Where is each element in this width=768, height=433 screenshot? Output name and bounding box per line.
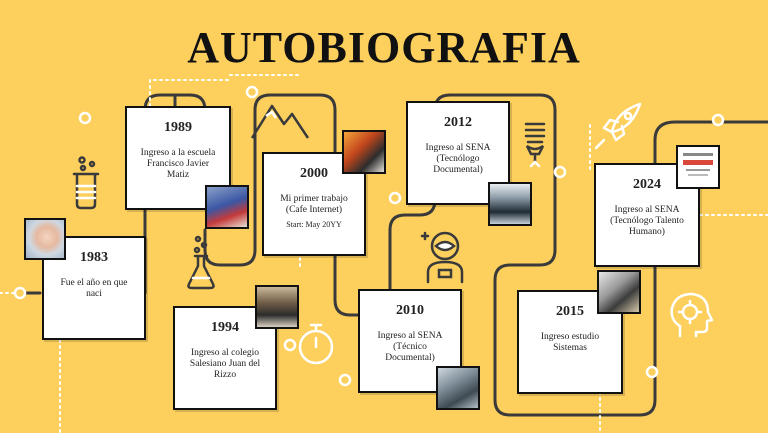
event-text: Ingreso al colegio Salesiano Juan del Ri…: [189, 348, 261, 380]
photo-sistemas: [597, 270, 641, 314]
photo-sena-tecnico: [436, 366, 480, 410]
event-text: Ingreso al SENA (Tecnólogo Talento Human…: [610, 205, 684, 237]
photo-talento-humano: [676, 145, 720, 189]
photo-colegio: [255, 285, 299, 329]
event-year: 2024: [633, 177, 661, 192]
astronaut-icon: [420, 231, 464, 284]
event-year: 1994: [211, 320, 239, 335]
event-sub: Start: May 20YY: [286, 220, 342, 229]
event-year: 1983: [80, 250, 108, 265]
event-text: Fue el año en que naci: [60, 278, 128, 299]
event-year: 2000: [300, 166, 328, 181]
stopwatch-icon: [298, 323, 334, 365]
page-title: AUTOBIOGRAFIA: [187, 23, 581, 72]
event-text: Ingreso al SENA (Tecnólogo Documental): [425, 143, 491, 175]
rocket-icon: [594, 102, 642, 150]
head-gear-icon: [670, 292, 714, 338]
event-text: Ingreso a la escuela Francisco Javier Ma…: [140, 148, 216, 180]
photo-cafe-internet: [342, 130, 386, 174]
event-text: Ingreso al SENA (Técnico Documental): [377, 331, 443, 363]
photo-school: [205, 185, 249, 229]
event-year: 2010: [396, 303, 424, 318]
event-year: 2012: [444, 115, 472, 130]
event-year: 2015: [556, 304, 584, 319]
lightbulb-icon: [524, 122, 546, 168]
event-text: Ingreso estudio Sistemas: [540, 332, 600, 353]
event-text: Mi primer trabajo (Cafe Internet): [280, 194, 348, 215]
event-card-2000: 2000 Mi primer trabajo (Cafe Internet) S…: [262, 152, 366, 256]
photo-baby: [24, 218, 66, 260]
flask-icon: [187, 235, 215, 290]
beaker-icon: [72, 156, 100, 210]
mountain-icon: [250, 104, 310, 139]
event-year: 1989: [164, 120, 192, 135]
event-card-2024: 2024 Ingreso al SENA (Tecnólogo Talento …: [594, 163, 700, 267]
photo-sena-tecnologo: [488, 182, 532, 226]
